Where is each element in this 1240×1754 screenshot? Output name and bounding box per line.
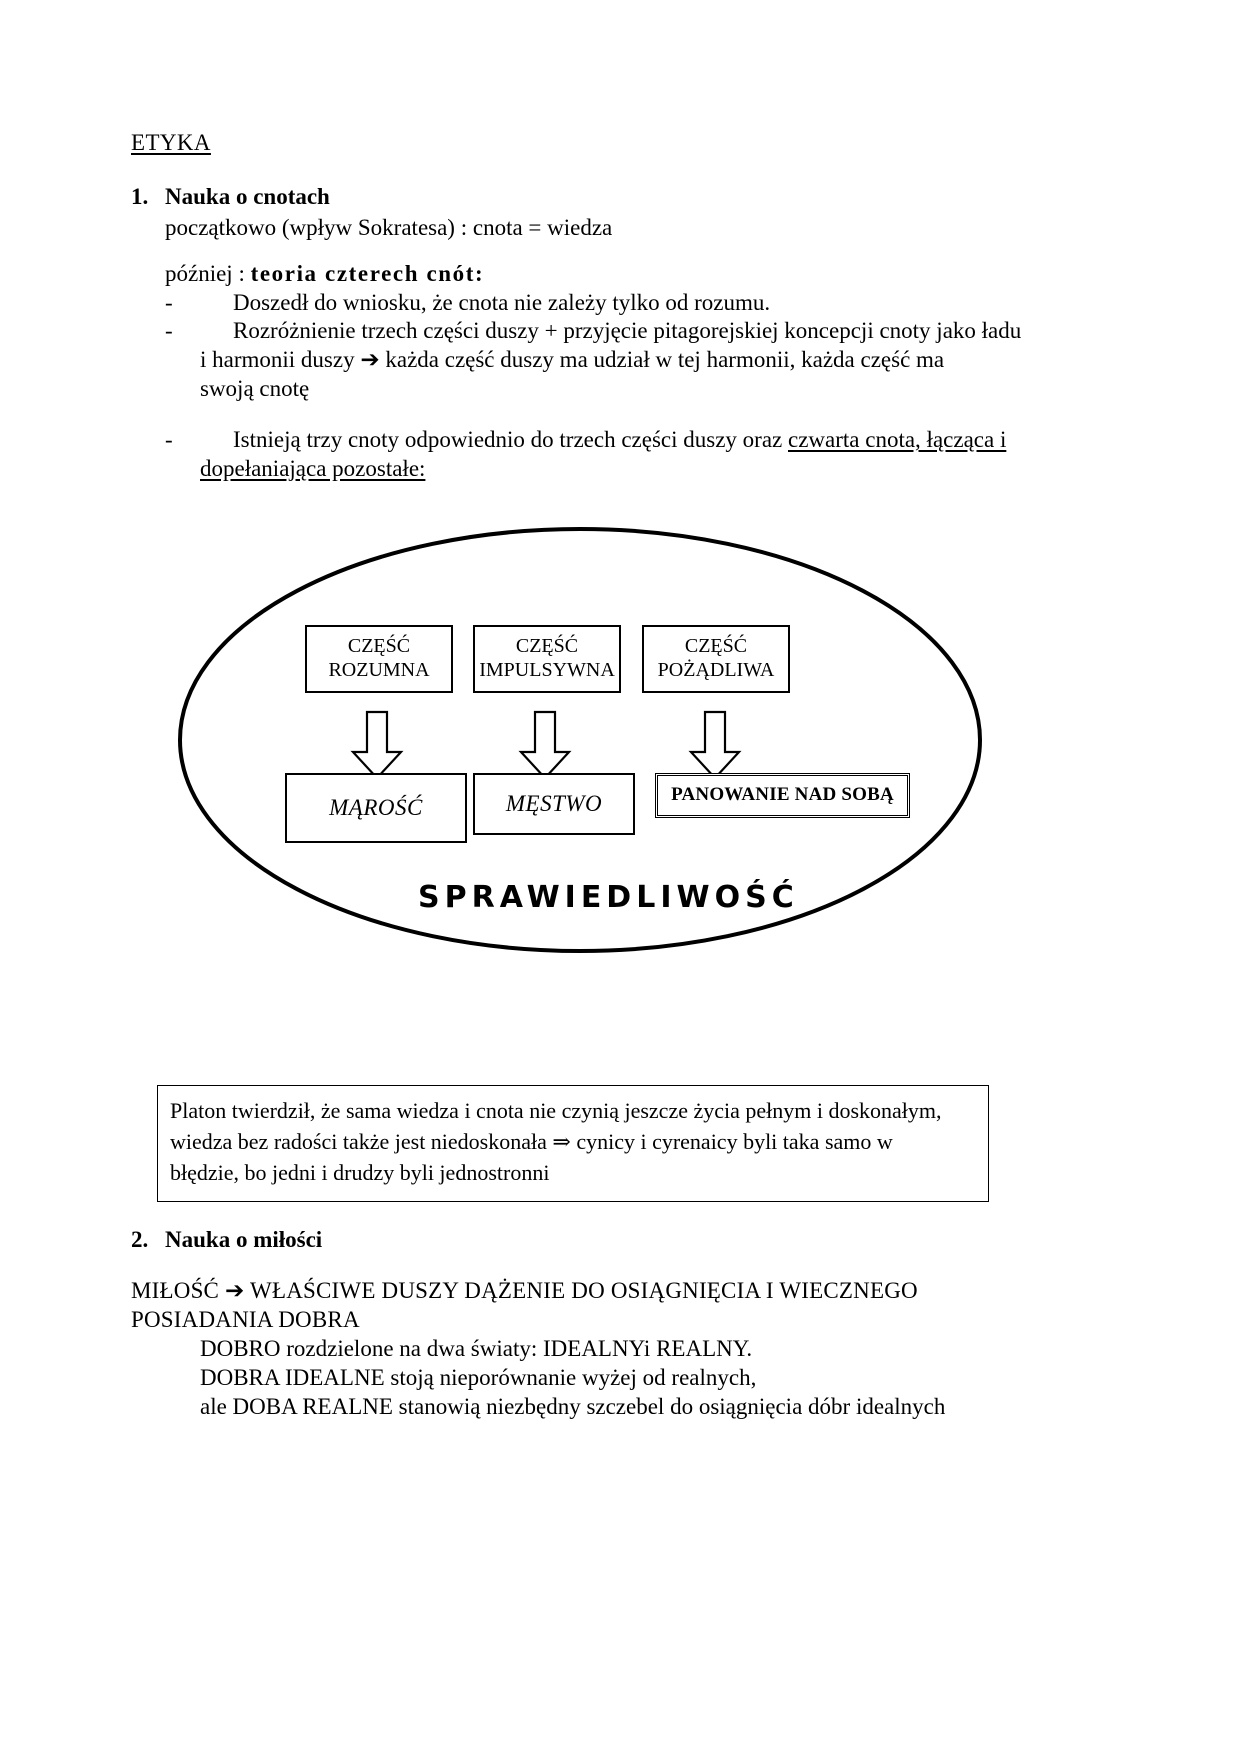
bullet-3-plain-run: odpowiednio do trzech części duszy oraz xyxy=(399,427,788,452)
down-arrow-2 xyxy=(518,710,572,780)
bullet-2-text-line-1: Rozróżnienie trzech części duszy + przyj… xyxy=(233,318,1022,343)
outer-ellipse xyxy=(178,527,982,953)
section-2-number: 2. xyxy=(131,1227,149,1252)
section-2-indented-line-3: ale DOBA REALNE stanowią niezbędny szcze… xyxy=(200,1394,946,1419)
diagram-canvas xyxy=(178,527,982,953)
section-2-label: Nauka o miłości xyxy=(165,1227,323,1252)
bullet-3-dash: - xyxy=(165,427,173,452)
subheading-prefix: później : xyxy=(165,261,251,286)
down-arrow-1 xyxy=(350,710,404,780)
callout-line-1: Platon twierdził, że sama wiedza i cnota… xyxy=(170,1098,942,1123)
bullet-3-text-line-1: Istnieją trzy cnoty odpowiednio do trzec… xyxy=(233,427,1006,453)
down-arrow-3 xyxy=(688,710,742,780)
bullet-3-text-line-2: dopełaniająca pozostałe: xyxy=(200,456,426,481)
callout-line-3: błędzie, bo jedni i drudzy byli jednostr… xyxy=(170,1160,550,1186)
section-2-line-2: POSIADANIA DOBRA xyxy=(131,1307,360,1332)
bullet-3-bold-run: trzy cnoty xyxy=(306,427,400,452)
diagram-caption-sprawiedliwosc: SPRAWIEDLIWOŚĆ xyxy=(418,880,799,915)
section-2-indented-line-2: DOBRA IDEALNE stoją nieporównanie wyżej … xyxy=(200,1365,757,1390)
bullet-2-text-line-3: swoją cnotę xyxy=(200,376,310,401)
bullet-1-dash: - xyxy=(165,290,173,315)
bullet-1-text: Doszedł do wniosku, że cnota nie zależy … xyxy=(233,290,771,315)
section-2-indented-line-1: DOBRO rozdzielone na dwa światy: IDEALNY… xyxy=(200,1336,753,1361)
section-1-number: 1. xyxy=(131,184,149,209)
callout-box: Platon twierdził, że sama wiedza i cnota… xyxy=(157,1085,989,1202)
subheading-teoria: później : teoria czterech cnót: xyxy=(165,261,484,287)
diagram-box-marosc: MĄROŚĆ xyxy=(285,773,467,843)
section-1-label: Nauka o cnotach xyxy=(165,184,330,209)
diagram-box-mestwo: MĘSTWO xyxy=(473,773,635,835)
diagram-box-panowanie-nad-soba: PANOWANIE NAD SOBĄ xyxy=(655,773,910,818)
subheading-bold: teoria czterech cnót: xyxy=(250,261,485,286)
bullet-3-underlined-run: czwarta cnota, łącząca i xyxy=(788,427,1007,452)
callout-line-2: wiedza bez radości także jest niedoskona… xyxy=(170,1129,893,1155)
bullet-3-plain-run: Istnieją xyxy=(233,427,307,452)
page-title: ETYKA xyxy=(131,130,211,155)
section-1-intro: początkowo (wpływ Sokratesa) : cnota = w… xyxy=(165,215,613,240)
bullet-2-dash: - xyxy=(165,318,173,343)
bullet-2-text-line-2: i harmonii duszy ➔ każda część duszy ma … xyxy=(200,347,945,372)
section-2-line-1: MIŁOŚĆ ➔ WŁAŚCIWE DUSZY DĄŻENIE DO OSIĄG… xyxy=(131,1278,918,1303)
